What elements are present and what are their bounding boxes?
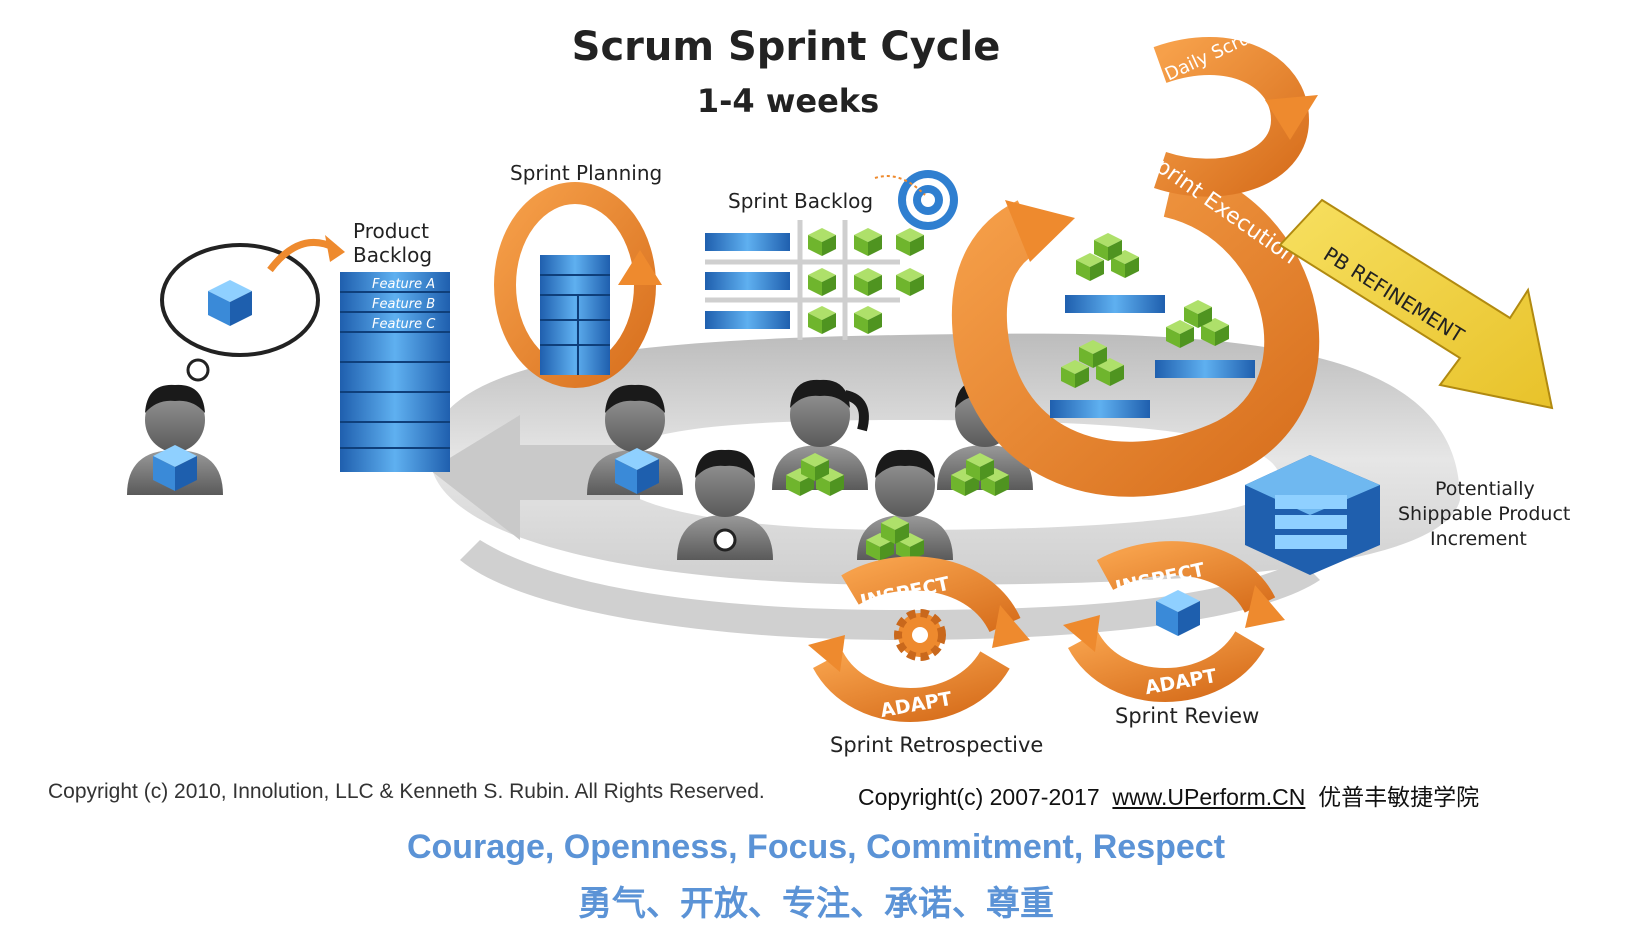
product-backlog-label-1: Product (353, 219, 429, 243)
diagram-title: Scrum Sprint Cycle (572, 24, 1001, 70)
copyright-right: Copyright(c) 2007-2017 www.UPerform.CN 优… (858, 778, 1479, 812)
product-increment: Potentially Shippable Product Increment (1245, 455, 1570, 575)
copyright-right-prefix: Copyright(c) 2007-2017 (858, 784, 1100, 810)
increment-label-2: Shippable Product (1398, 503, 1570, 525)
sprint-cycle-ring (430, 333, 1460, 640)
sprint-retrospective-label: Sprint Retrospective (830, 733, 1043, 757)
sprint-review-cycle: INSPECT ADAPT Sprint Review (1063, 541, 1285, 728)
sprint-review-label: Sprint Review (1115, 704, 1259, 728)
feature-a-label: Feature A (372, 277, 435, 292)
copyright-right-suffix: 优普丰敏捷学院 (1318, 784, 1480, 810)
sprint-backlog-grid: Sprint Backlog (705, 170, 958, 340)
scrum-values-english: Courage, Openness, Focus, Commitment, Re… (406, 828, 1226, 866)
sprint-execution-loop: Daily Scrum Sprint Execution (951, 20, 1320, 497)
feature-b-label: Feature B (372, 297, 435, 312)
product-backlog-label-2: Backlog (353, 243, 432, 267)
product-backlog-stack: Product Backlog Feature A Feature B Feat… (340, 219, 450, 472)
feature-c-label: Feature C (372, 317, 436, 332)
scrum-values-chinese: 勇气、开放、专注、承诺、尊重 (578, 885, 1054, 923)
copyright-left: Copyright (c) 2010, Innolution, LLC & Ke… (48, 780, 765, 803)
uperform-link[interactable]: www.UPerform.CN (1112, 784, 1306, 810)
increment-label-1: Potentially (1435, 478, 1535, 500)
sprint-backlog-label: Sprint Backlog (728, 189, 873, 213)
sprint-planning-label: Sprint Planning (510, 161, 662, 185)
scrum-team-figures (587, 379, 1033, 561)
increment-label-3: Increment (1430, 528, 1527, 550)
diagram-subtitle: 1-4 weeks (697, 82, 879, 120)
sprint-planning-cycle: Sprint Planning (494, 161, 662, 388)
sprint-retrospective-cycle: INSPECT ADAPT Sprint Retrospective (808, 556, 1043, 757)
product-owner-figure (127, 235, 345, 495)
